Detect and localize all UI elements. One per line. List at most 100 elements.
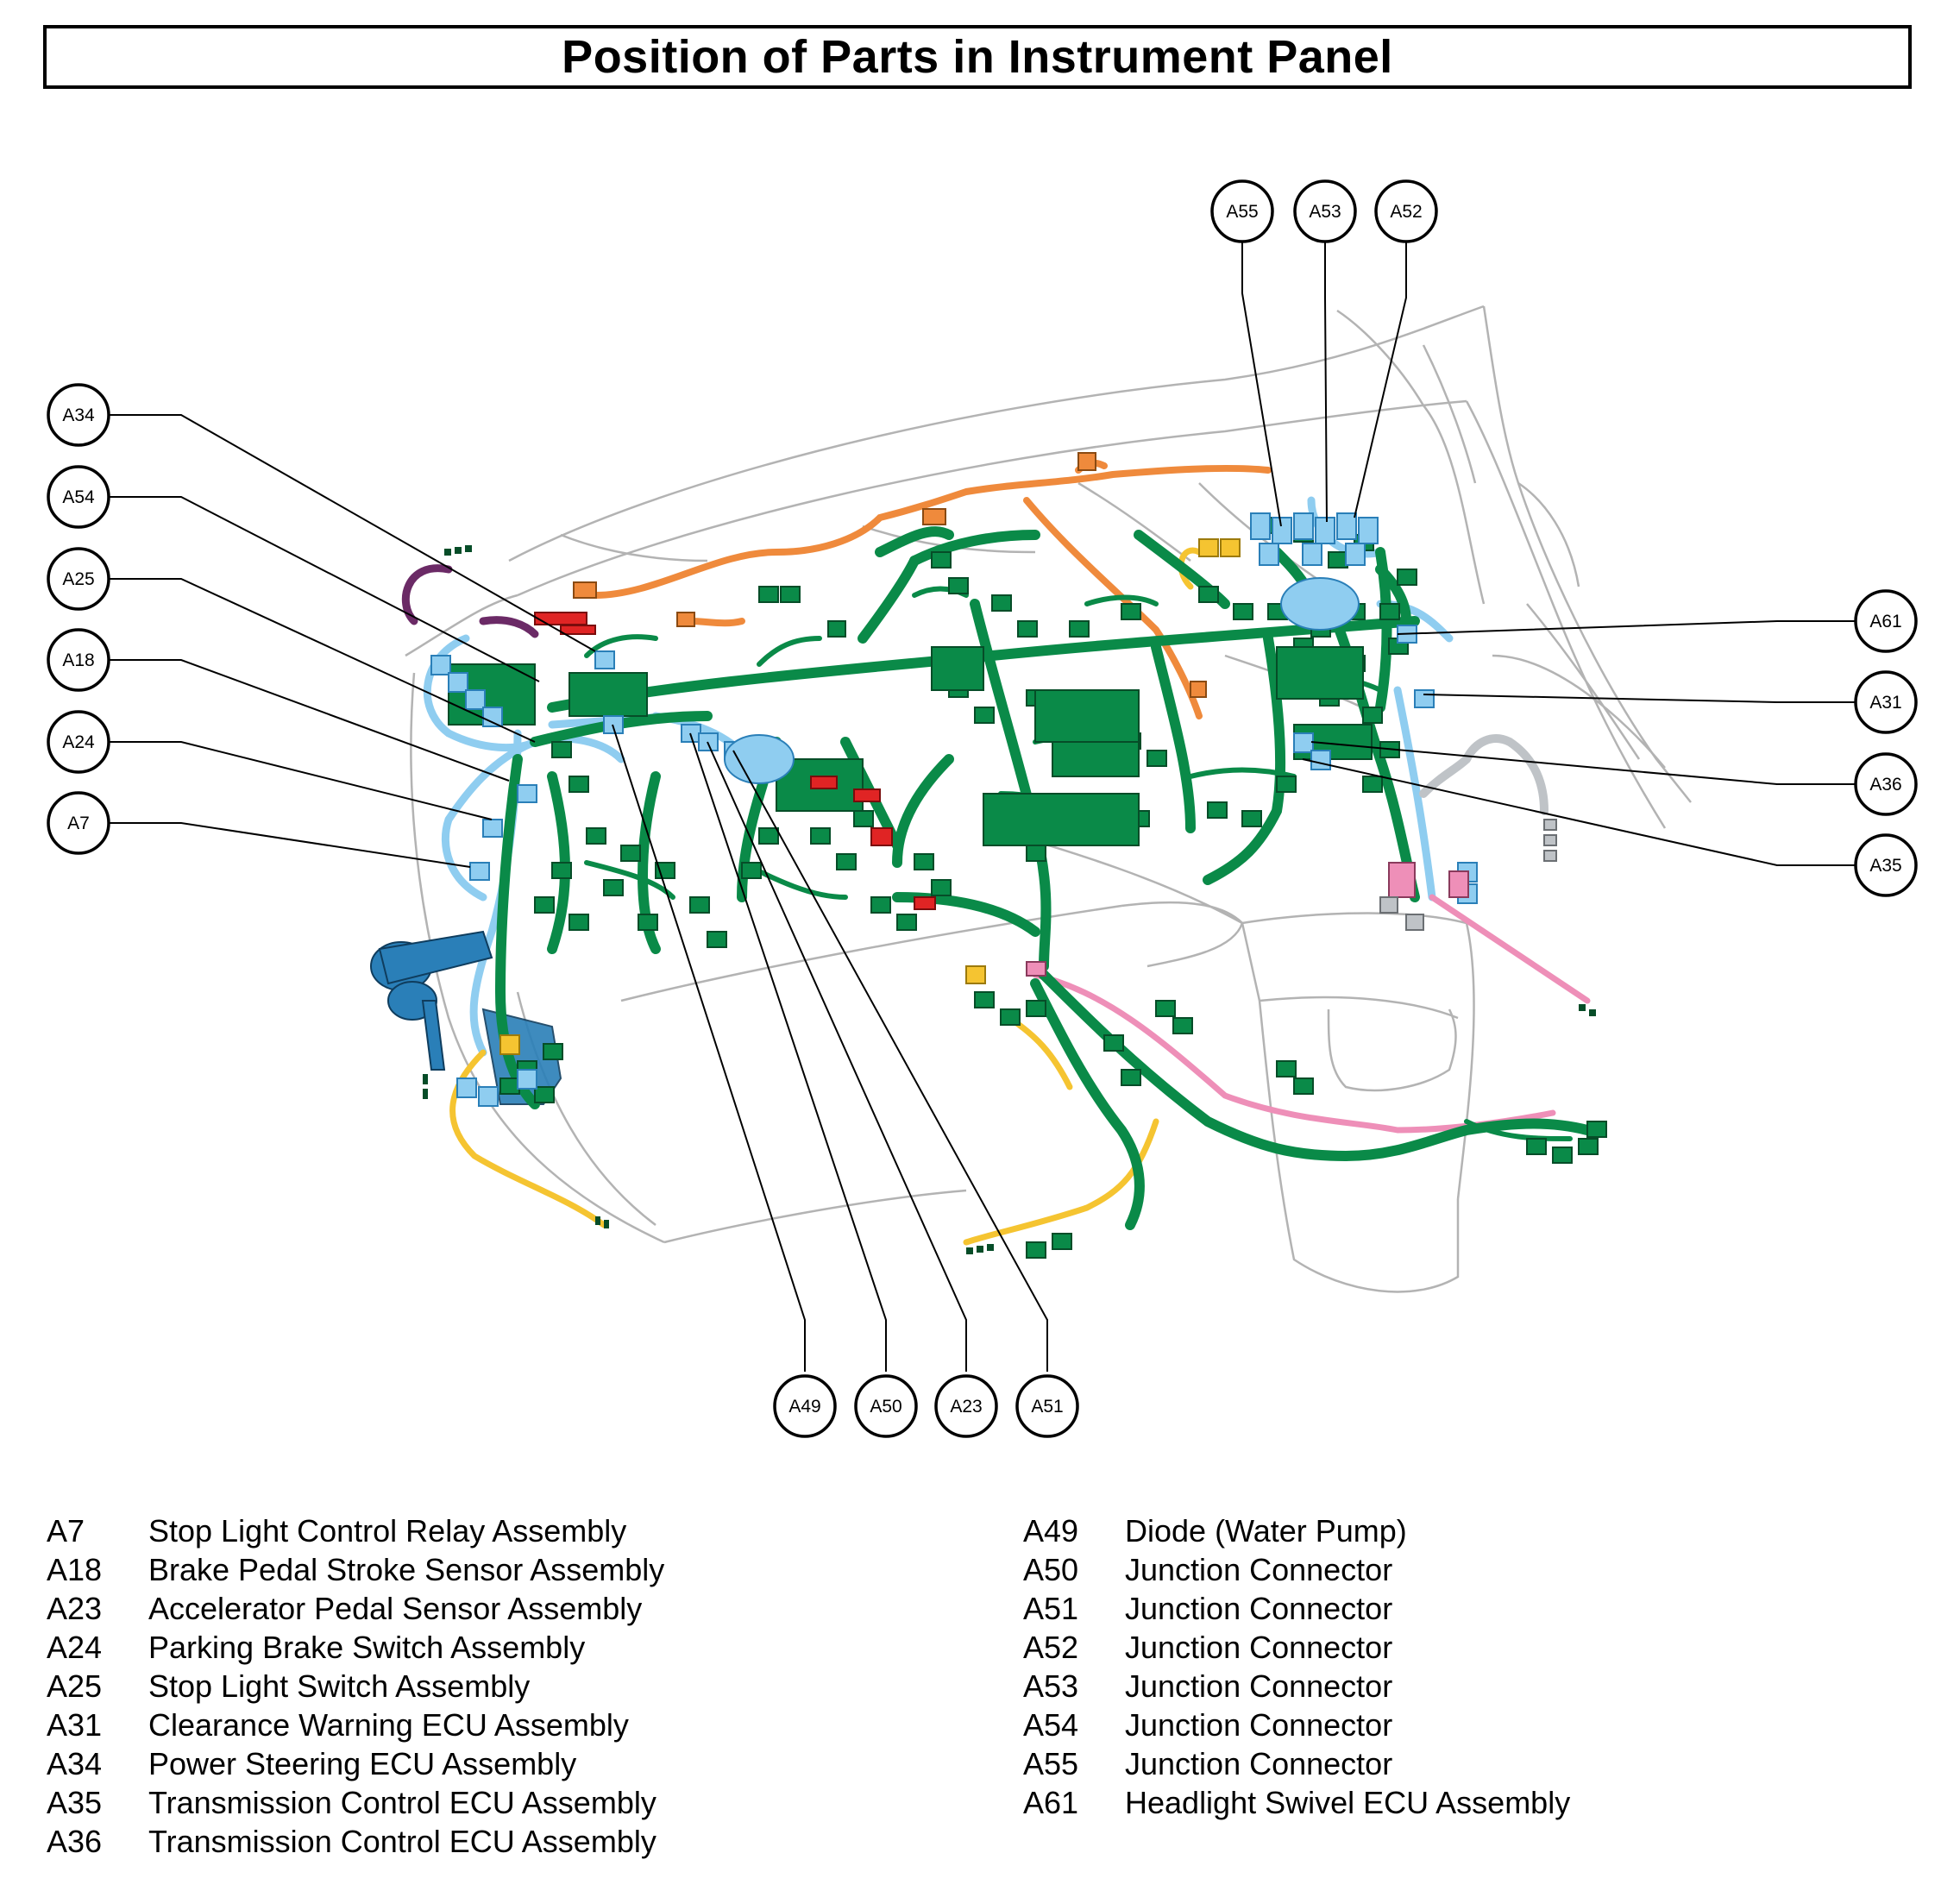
callout-label-a61: A61 [1869, 612, 1901, 631]
legend-left: A7 Stop Light Control Relay Assembly A18 B… [47, 1511, 664, 1861]
legend-code: A23 [47, 1591, 103, 1626]
legend-name: Headlight Swivel ECU Assembly [1125, 1785, 1571, 1820]
connectors-yellow [499, 538, 1241, 1055]
legend-name: Power Steering ECU Assembly [148, 1746, 577, 1781]
callout-a23: A23 [934, 1374, 998, 1438]
legend-code: A55 [1023, 1746, 1079, 1781]
legend-row: A23 Accelerator Pedal Sensor Assembly [47, 1589, 664, 1628]
legend-code: A54 [1023, 1707, 1079, 1743]
legend-name: Transmission Control ECU Assembly [148, 1824, 656, 1859]
callout-label-a35: A35 [1869, 856, 1901, 876]
legend-name: Diode (Water Pump) [1125, 1513, 1407, 1549]
connectors-red [534, 612, 936, 910]
legend-name: Parking Brake Switch Assembly [148, 1630, 586, 1665]
legend-code: A49 [1023, 1513, 1079, 1549]
callout-a55: A55 [1210, 179, 1274, 243]
connectors-gray [1379, 819, 1557, 931]
legend-row: A31 Clearance Warning ECU Assembly [47, 1706, 664, 1744]
legend-row: A54 Junction Connector [1023, 1706, 1570, 1744]
callout-a18: A18 [47, 628, 110, 692]
legend-name: Junction Connector [1125, 1552, 1393, 1587]
callout-a54: A54 [47, 465, 110, 529]
callout-label-a54: A54 [62, 487, 95, 507]
callout-a51: A51 [1015, 1374, 1079, 1438]
legend-name: Stop Light Switch Assembly [148, 1668, 531, 1704]
legend-row: A7 Stop Light Control Relay Assembly [47, 1511, 664, 1550]
legend-row: A52 Junction Connector [1023, 1628, 1570, 1667]
legend-row: A24 Parking Brake Switch Assembly [47, 1628, 664, 1667]
legend-code: A36 [47, 1824, 103, 1859]
callout-a25: A25 [47, 547, 110, 611]
callout-label-a53: A53 [1309, 202, 1341, 222]
callout-a7: A7 [47, 791, 110, 855]
harness-pink [1032, 894, 1591, 1134]
callout-label-a34: A34 [62, 405, 95, 425]
legend-code: A35 [47, 1785, 103, 1820]
callout-label-a7: A7 [67, 814, 90, 833]
legend-name: Junction Connector [1125, 1591, 1393, 1626]
harness-purple [401, 564, 539, 638]
callout-a36: A36 [1854, 752, 1918, 816]
legend-code: A25 [47, 1668, 103, 1704]
legend-row: A49 Diode (Water Pump) [1023, 1511, 1570, 1550]
legend-code: A61 [1023, 1785, 1079, 1820]
callout-label-a49: A49 [788, 1397, 820, 1417]
legend-code: A18 [47, 1552, 103, 1587]
callout-label-a23: A23 [950, 1397, 982, 1417]
legend-row: A61 Headlight Swivel ECU Assembly [1023, 1783, 1570, 1822]
callout-a49: A49 [773, 1374, 837, 1438]
legend-name: Junction Connector [1125, 1707, 1393, 1743]
duct-blue [370, 930, 562, 1105]
legend-row: A18 Brake Pedal Stroke Sensor Assembly [47, 1550, 664, 1589]
legend-row: A53 Junction Connector [1023, 1667, 1570, 1706]
callout-label-a50: A50 [870, 1397, 901, 1417]
callouts: A55 A53 A52 A34 A54 A25 A18 A24 [47, 179, 1918, 1438]
connectors-blue [430, 512, 1478, 1107]
callout-a34: A34 [47, 383, 110, 447]
callout-a61: A61 [1854, 589, 1918, 653]
callout-label-a36: A36 [1869, 775, 1901, 795]
callout-a31: A31 [1854, 670, 1918, 734]
harness-gray [1419, 734, 1549, 815]
legend-code: A31 [47, 1707, 103, 1743]
callout-label-a24: A24 [62, 732, 95, 752]
legend-name: Junction Connector [1125, 1668, 1393, 1704]
page-title: Position of Parts in Instrument Panel [562, 31, 1393, 83]
legend-code: A53 [1023, 1668, 1079, 1704]
callout-a50: A50 [854, 1374, 918, 1438]
legend-name: Clearance Warning ECU Assembly [148, 1707, 629, 1743]
legend-row: A25 Stop Light Switch Assembly [47, 1667, 664, 1706]
legend-row: A36 Transmission Control ECU Assembly [47, 1822, 664, 1861]
callout-label-a55: A55 [1226, 202, 1258, 222]
legend-code: A52 [1023, 1630, 1079, 1665]
legend-row: A55 Junction Connector [1023, 1744, 1570, 1783]
callout-label-a52: A52 [1390, 202, 1422, 222]
legend-name: Junction Connector [1125, 1746, 1393, 1781]
legend-code: A51 [1023, 1591, 1079, 1626]
callout-a35: A35 [1854, 833, 1918, 897]
legend-name: Junction Connector [1125, 1630, 1393, 1665]
harness-end-tabs [423, 545, 1596, 1254]
legend-name: Stop Light Control Relay Assembly [148, 1513, 627, 1549]
legend-row: A50 Junction Connector [1023, 1550, 1570, 1589]
title-box: Position of Parts in Instrument Panel [43, 25, 1912, 89]
legend-code: A7 [47, 1513, 85, 1549]
connectors-orange [573, 452, 1207, 698]
legend-row: A35 Transmission Control ECU Assembly [47, 1783, 664, 1822]
legend-code: A50 [1023, 1552, 1079, 1587]
legend-code: A34 [47, 1746, 103, 1781]
callout-a24: A24 [47, 710, 110, 774]
callout-label-a51: A51 [1031, 1397, 1063, 1417]
legend-name: Brake Pedal Stroke Sensor Assembly [148, 1552, 665, 1587]
legend-row: A51 Junction Connector [1023, 1589, 1570, 1628]
legend-name: Transmission Control ECU Assembly [148, 1785, 656, 1820]
instrument-panel-diagram: A55 A53 A52 A34 A54 A25 A18 A24 [47, 179, 1918, 1438]
legend-row: A34 Power Steering ECU Assembly [47, 1744, 664, 1783]
callout-a52: A52 [1374, 179, 1438, 243]
legend-code: A24 [47, 1630, 103, 1665]
connectors-pink [1026, 862, 1469, 977]
callout-label-a18: A18 [62, 650, 94, 670]
legend-name: Accelerator Pedal Sensor Assembly [148, 1591, 643, 1626]
leader-lines [110, 242, 1855, 1372]
